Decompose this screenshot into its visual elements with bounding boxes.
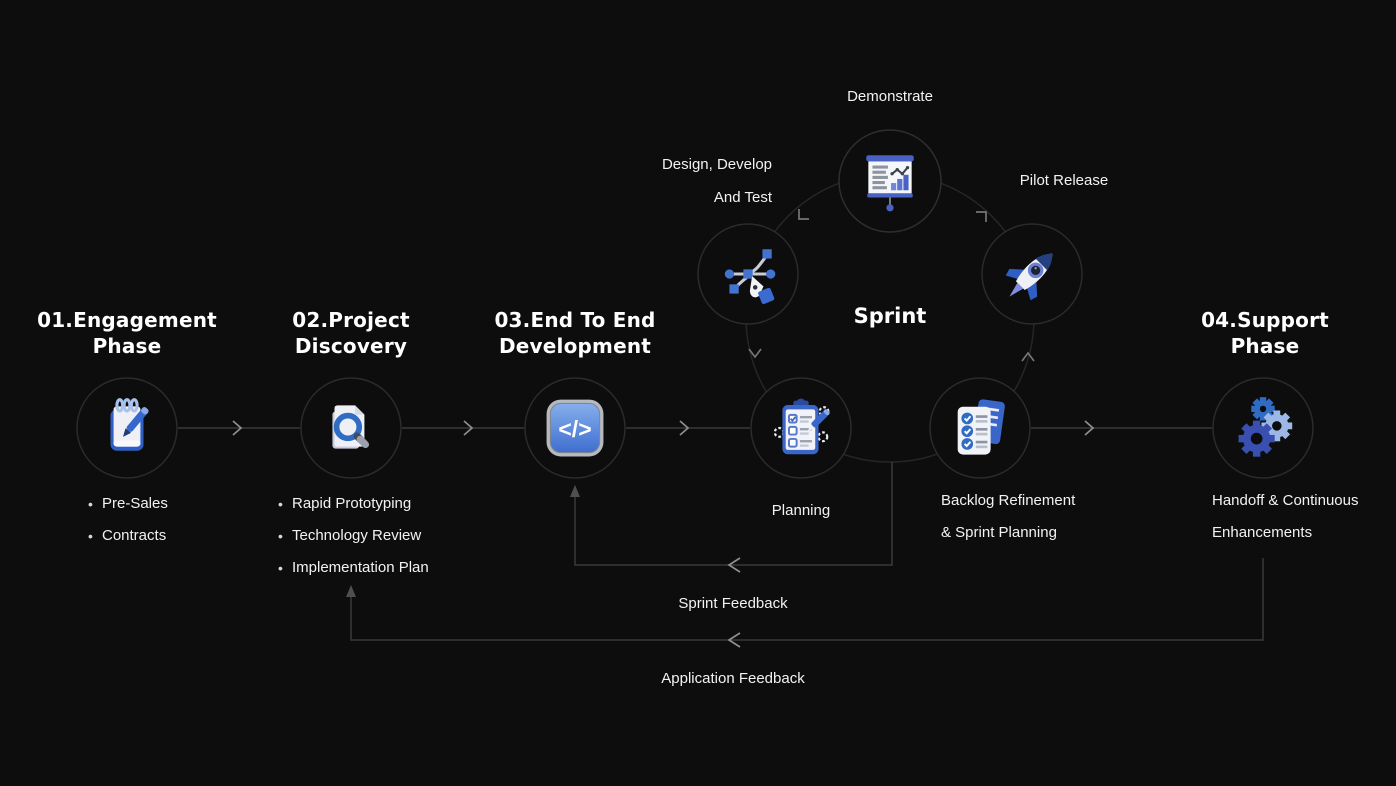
label-line: Backlog Refinement — [941, 492, 1076, 509]
pilot-release-label: Pilot Release — [1019, 172, 1109, 189]
title-line: Phase — [92, 334, 162, 358]
sprint-feedback-line — [574, 462, 893, 566]
engagement-node — [92, 393, 162, 463]
support-node — [1228, 393, 1298, 463]
gears-icon — [1238, 397, 1293, 457]
end-to-end-development-title: 03.End To End Development — [455, 307, 695, 359]
bullet-item: Contracts — [88, 520, 168, 552]
caption-line: Handoff & Continuous — [1212, 492, 1359, 509]
backlog-node — [945, 393, 1015, 463]
notepad-pencil-icon — [110, 398, 149, 451]
label-line: Design, Develop — [661, 156, 772, 173]
connector-arrowheads — [232, 420, 1095, 648]
bullet-item: Technology Review — [278, 520, 429, 552]
support-caption: Handoff & Continuous Enhancements — [1212, 485, 1359, 549]
label-line: & Sprint Planning — [941, 524, 1057, 541]
engagement-phase-title: 01.Engagement Phase — [7, 307, 247, 359]
feedback-up-arrows — [346, 485, 580, 597]
planning-label: Planning — [771, 502, 831, 519]
presentation-chart-icon — [866, 155, 914, 212]
design-develop-label: Design, Develop And Test — [612, 148, 772, 214]
label-line: And Test — [713, 189, 772, 206]
bullet-item: Pre-Sales — [88, 488, 168, 520]
title-line: 04.Support — [1201, 308, 1329, 332]
title-line: Discovery — [294, 334, 408, 358]
planning-node — [766, 393, 836, 463]
ring-arrowheads — [748, 209, 1035, 362]
title-line: 02.Project — [292, 308, 410, 332]
discovery-node — [316, 393, 386, 463]
sprint-feedback-label: Sprint Feedback — [678, 595, 788, 612]
development-node: </> — [540, 393, 610, 463]
sprint-title: Sprint — [853, 304, 927, 328]
application-feedback-line — [350, 558, 1264, 641]
demonstrate-node — [855, 146, 925, 216]
design-develop-node — [713, 239, 783, 309]
pilot-release-node — [997, 239, 1067, 309]
task-list-icon — [957, 399, 1005, 455]
document-search-icon — [332, 405, 370, 449]
backlog-label: Backlog Refinement & Sprint Planning — [941, 485, 1075, 549]
support-phase-title: 04.Support Phase — [1145, 307, 1385, 359]
pen-tool-icon — [724, 249, 776, 305]
engagement-bullets: Pre-Sales Contracts — [88, 488, 168, 552]
caption-line: Enhancements — [1212, 524, 1313, 541]
code-glyph: </> — [558, 416, 591, 442]
application-feedback-label: Application Feedback — [661, 670, 805, 687]
bullet-item: Rapid Prototyping — [278, 488, 429, 520]
code-icon: </> — [546, 399, 604, 457]
project-discovery-title: 02.Project Discovery — [231, 307, 471, 359]
clipboard-checklist-icon — [773, 398, 830, 455]
title-line: Phase — [1230, 334, 1300, 358]
rocket-icon — [1005, 253, 1053, 301]
demonstrate-label: Demonstrate — [847, 88, 933, 105]
title-line: 03.End To End — [494, 308, 656, 332]
bullet-item: Implementation Plan — [278, 552, 429, 584]
title-line: 01.Engagement — [37, 308, 217, 332]
discovery-bullets: Rapid Prototyping Technology Review Impl… — [278, 488, 429, 584]
title-line: Development — [498, 334, 652, 358]
